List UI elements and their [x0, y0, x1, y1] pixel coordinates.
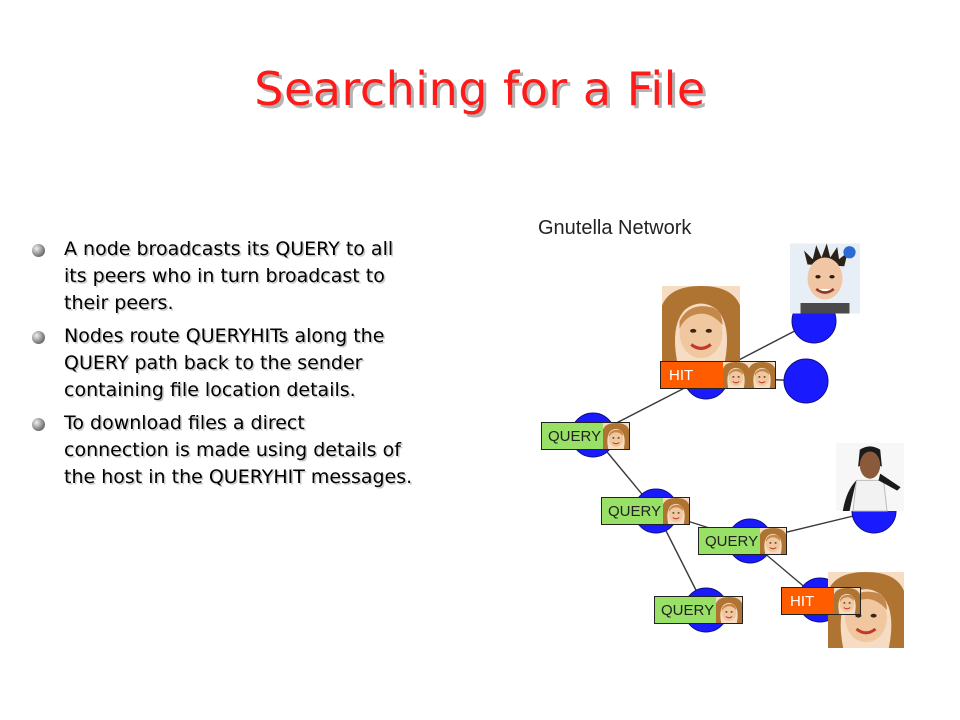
query-message-tag: QUERY: [601, 497, 691, 525]
network-label: Gnutella Network: [538, 217, 692, 239]
query-message-tag: QUERY: [654, 596, 744, 624]
file-thumbnail: [723, 362, 749, 388]
host-photo: [662, 284, 740, 366]
bullet-item: To download files a direct connection is…: [30, 410, 415, 491]
file-thumbnail: [760, 528, 787, 554]
file-thumbnail: [749, 362, 775, 388]
bullet-icon: [32, 331, 45, 344]
file-thumbnail: [834, 588, 860, 614]
host-photo: [836, 442, 904, 512]
bullet-list: A node broadcasts its QUERY to all its p…: [30, 236, 415, 497]
bullet-item: A node broadcasts its QUERY to all its p…: [30, 236, 415, 317]
query-label: QUERY: [705, 532, 759, 550]
bullet-icon: [32, 418, 45, 431]
file-thumbnail: [663, 498, 690, 524]
bullet-text: Nodes route QUERYHITs along the QUERY pa…: [64, 325, 385, 401]
hit-label: HIT: [669, 366, 694, 384]
file-thumbnail: [716, 597, 743, 623]
network-node: [783, 358, 829, 404]
file-thumbnail: [603, 423, 630, 449]
query-label: QUERY: [548, 427, 602, 445]
host-photo: [790, 242, 860, 315]
queryhit-message-tag: HIT: [660, 361, 776, 389]
query-message-tag: QUERY: [698, 527, 788, 555]
bullet-item: Nodes route QUERYHITs along the QUERY pa…: [30, 323, 415, 404]
slide-title: Searching for a File: [254, 62, 706, 116]
bullet-text: To download files a direct connection is…: [64, 412, 413, 488]
query-label: QUERY: [661, 601, 715, 619]
bullet-icon: [32, 244, 45, 257]
query-message-tag: QUERY: [541, 422, 631, 450]
queryhit-message-tag: HIT: [781, 587, 861, 615]
hit-label: HIT: [790, 592, 815, 610]
bullet-text: A node broadcasts its QUERY to all its p…: [64, 238, 394, 314]
query-label: QUERY: [608, 502, 662, 520]
